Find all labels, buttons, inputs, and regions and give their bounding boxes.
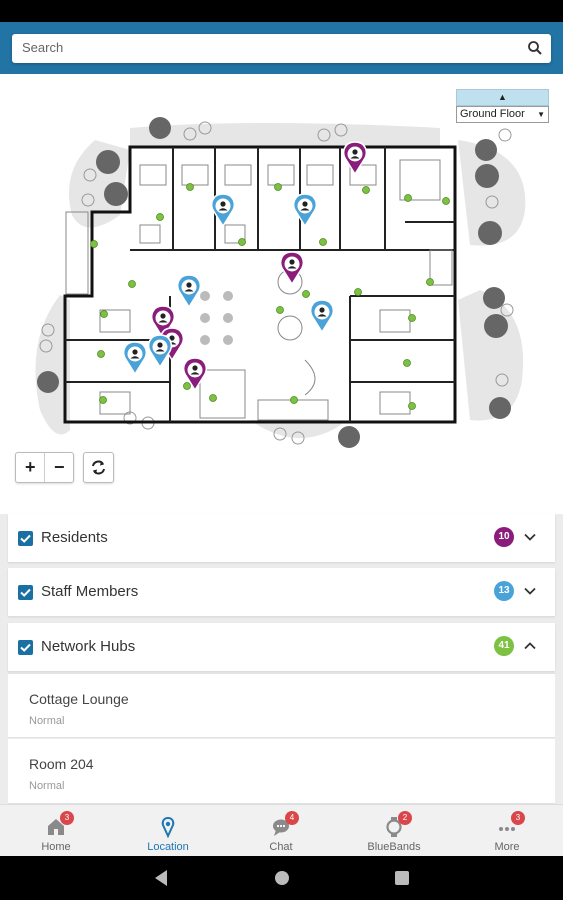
staff-count-badge: 13 — [494, 581, 514, 601]
check-icon — [20, 534, 31, 543]
recents-icon — [395, 871, 409, 885]
refresh-icon — [92, 460, 105, 475]
section-network-hubs[interactable]: Network Hubs 41 — [8, 623, 555, 671]
section-label: Network Hubs — [41, 638, 136, 655]
staff-members-checkbox[interactable] — [18, 585, 33, 600]
section-residents[interactable]: Residents 10 — [8, 514, 555, 562]
location-pins[interactable] — [0, 74, 563, 514]
nav-label: Location — [147, 841, 189, 853]
nav-label: BlueBands — [367, 841, 421, 853]
chat-badge: 4 — [285, 811, 299, 825]
chevron-down-icon[interactable] — [523, 530, 537, 544]
back-icon — [155, 870, 167, 886]
section-staff-members[interactable]: Staff Members 13 — [8, 568, 555, 616]
residents-checkbox[interactable] — [18, 531, 33, 546]
floor-selector[interactable]: ▲ Ground Floor ▼ — [456, 89, 549, 123]
home-badge: 3 — [60, 811, 74, 825]
nav-label: More — [494, 841, 520, 853]
nav-label: Home — [41, 841, 71, 853]
bluebands-badge: 2 — [398, 811, 412, 825]
nav-item-chat[interactable]: 4 Chat — [225, 805, 337, 857]
nav-item-location[interactable]: Location — [112, 805, 224, 857]
section-label: Staff Members — [41, 583, 139, 600]
home-icon — [48, 819, 64, 835]
hub-status: Normal — [29, 715, 65, 727]
check-icon — [20, 643, 31, 652]
chevron-down-icon[interactable] — [523, 584, 537, 598]
hub-name: Cottage Lounge — [29, 691, 129, 707]
status-bar — [0, 0, 563, 22]
home-system-icon — [275, 871, 289, 885]
zoom-out-button[interactable]: − — [44, 453, 73, 482]
list-item[interactable]: Cottage Lounge Normal — [8, 673, 555, 738]
section-label: Residents — [41, 529, 108, 546]
network-hubs-checkbox[interactable] — [18, 640, 33, 655]
refresh-button[interactable] — [83, 452, 114, 483]
bottom-navigation: 3 Home Location 4 Chat 2 BlueBands 3 Mor… — [0, 804, 563, 856]
floor-plan-drawing — [35, 117, 526, 448]
hub-name: Room 204 — [29, 756, 94, 772]
more-badge: 3 — [511, 811, 525, 825]
list-item[interactable]: Room 204 Normal — [8, 739, 555, 804]
more-dots-icon — [499, 827, 515, 831]
search-input[interactable]: Search — [12, 34, 551, 63]
nav-item-bluebands[interactable]: 2 BlueBands — [338, 805, 450, 857]
search-icon[interactable] — [527, 40, 543, 56]
watch-icon — [386, 817, 402, 837]
zoom-controls: + − — [15, 452, 74, 483]
residents-count-badge: 10 — [494, 527, 514, 547]
check-icon — [20, 588, 31, 597]
nav-item-home[interactable]: 3 Home — [0, 805, 112, 857]
search-placeholder: Search — [22, 40, 64, 55]
floor-map[interactable] — [0, 74, 563, 514]
floor-dropdown-value: Ground Floor — [460, 108, 525, 120]
location-pin-icon — [161, 816, 175, 839]
system-nav-buttons — [155, 870, 409, 886]
floor-up-button[interactable]: ▲ — [456, 89, 549, 106]
hubs-count-badge: 41 — [494, 636, 514, 656]
hub-status: Normal — [29, 780, 65, 792]
dropdown-arrow-icon: ▼ — [537, 110, 545, 119]
chat-icon — [273, 819, 289, 836]
nav-label: Chat — [269, 841, 293, 853]
chevron-up-icon[interactable] — [523, 639, 537, 653]
nav-item-more[interactable]: 3 More — [451, 805, 563, 857]
floor-dropdown[interactable]: Ground Floor ▼ — [456, 106, 549, 123]
zoom-in-button[interactable]: + — [24, 457, 36, 477]
android-nav-bar — [0, 856, 563, 900]
